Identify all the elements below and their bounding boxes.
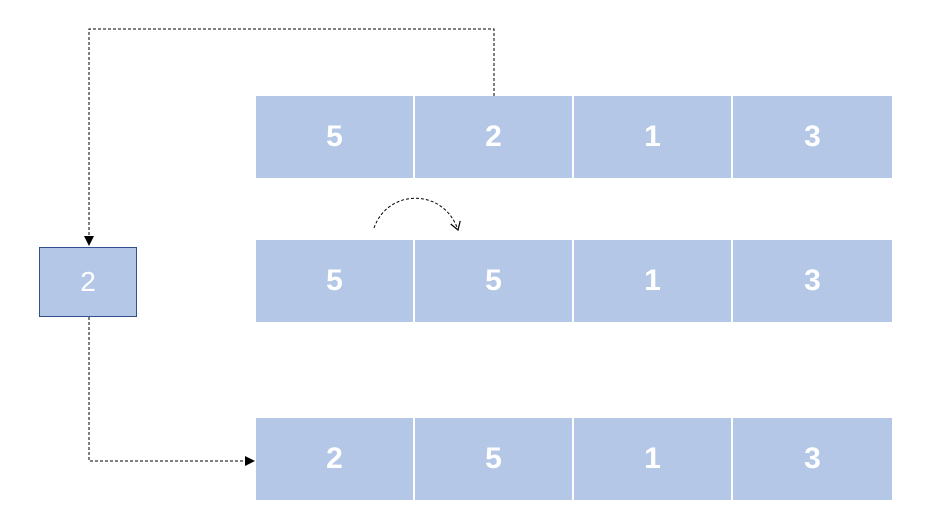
array-cell: 2 <box>256 418 413 500</box>
array-cell: 5 <box>415 418 572 500</box>
insert-from-temp-arrow <box>88 317 255 466</box>
array-cell: 3 <box>733 96 892 178</box>
array-cell: 1 <box>574 96 731 178</box>
copy-to-temp-arrow <box>84 28 495 246</box>
array-cell: 5 <box>256 96 413 178</box>
array-cell: 3 <box>733 240 892 322</box>
temp-value-box: 2 <box>39 247 137 317</box>
array-cell: 2 <box>415 96 572 178</box>
array-row-inserted: 2 5 1 3 <box>256 418 892 500</box>
shift-right-arrow <box>373 197 461 232</box>
array-cell: 5 <box>415 240 572 322</box>
array-cell: 1 <box>574 240 731 322</box>
array-row-shifted: 5 5 1 3 <box>256 240 892 322</box>
array-row-initial: 5 2 1 3 <box>256 96 892 178</box>
array-cell: 5 <box>256 240 413 322</box>
array-cell: 1 <box>574 418 731 500</box>
array-cell: 3 <box>733 418 892 500</box>
